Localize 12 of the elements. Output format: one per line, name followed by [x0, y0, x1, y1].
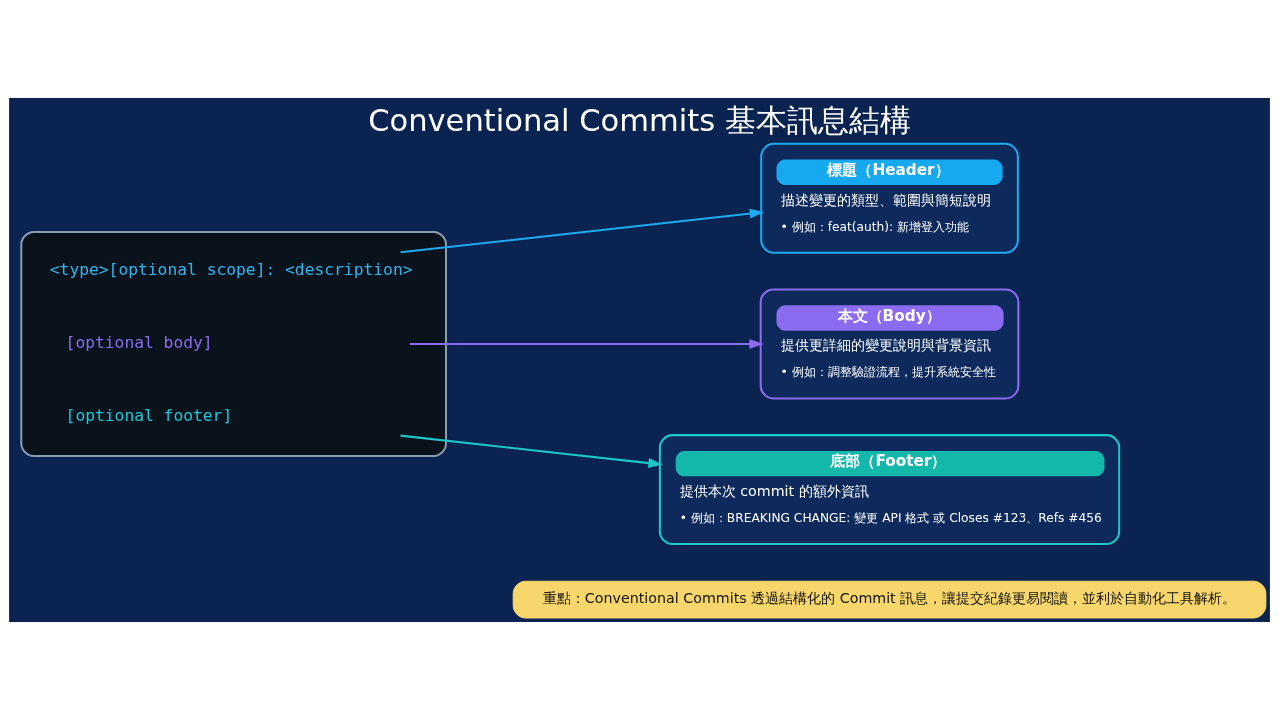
node-box: 底部（Footer） 提供本次 commit 的額外資訊 • 例如：BREAKING CHANGE: 變更 API 格式 或 Closes #123、Refs #456 [658, 434, 1121, 546]
node-box: 標題（Header） 描述變更的類型、範圍與簡短說明 • 例如：feat(auth): 新增登入功能 [760, 142, 1019, 254]
arrow [409, 338, 764, 349]
node-box: 本文（Body） 提供更詳細的變更說明與背景資訊 • 例如：調整驗證流程，提升系統安全性 [759, 288, 1020, 400]
node-box: 重點：Conventional Commits 透過結構化的 Commit 訊息，讓提交紀錄更易閱讀，並利於自動化工具解析。 [512, 580, 1267, 619]
arrow [400, 434, 663, 468]
node-text: [optional footer] [65, 406, 233, 426]
arrow [400, 208, 765, 254]
node-text: <type>[optional scope]: <description> [49, 259, 413, 279]
cluster [20, 230, 447, 457]
diagram-title: Conventional Commits 基本訊息結構 [368, 102, 911, 138]
node-text: [optional body] [65, 332, 213, 352]
